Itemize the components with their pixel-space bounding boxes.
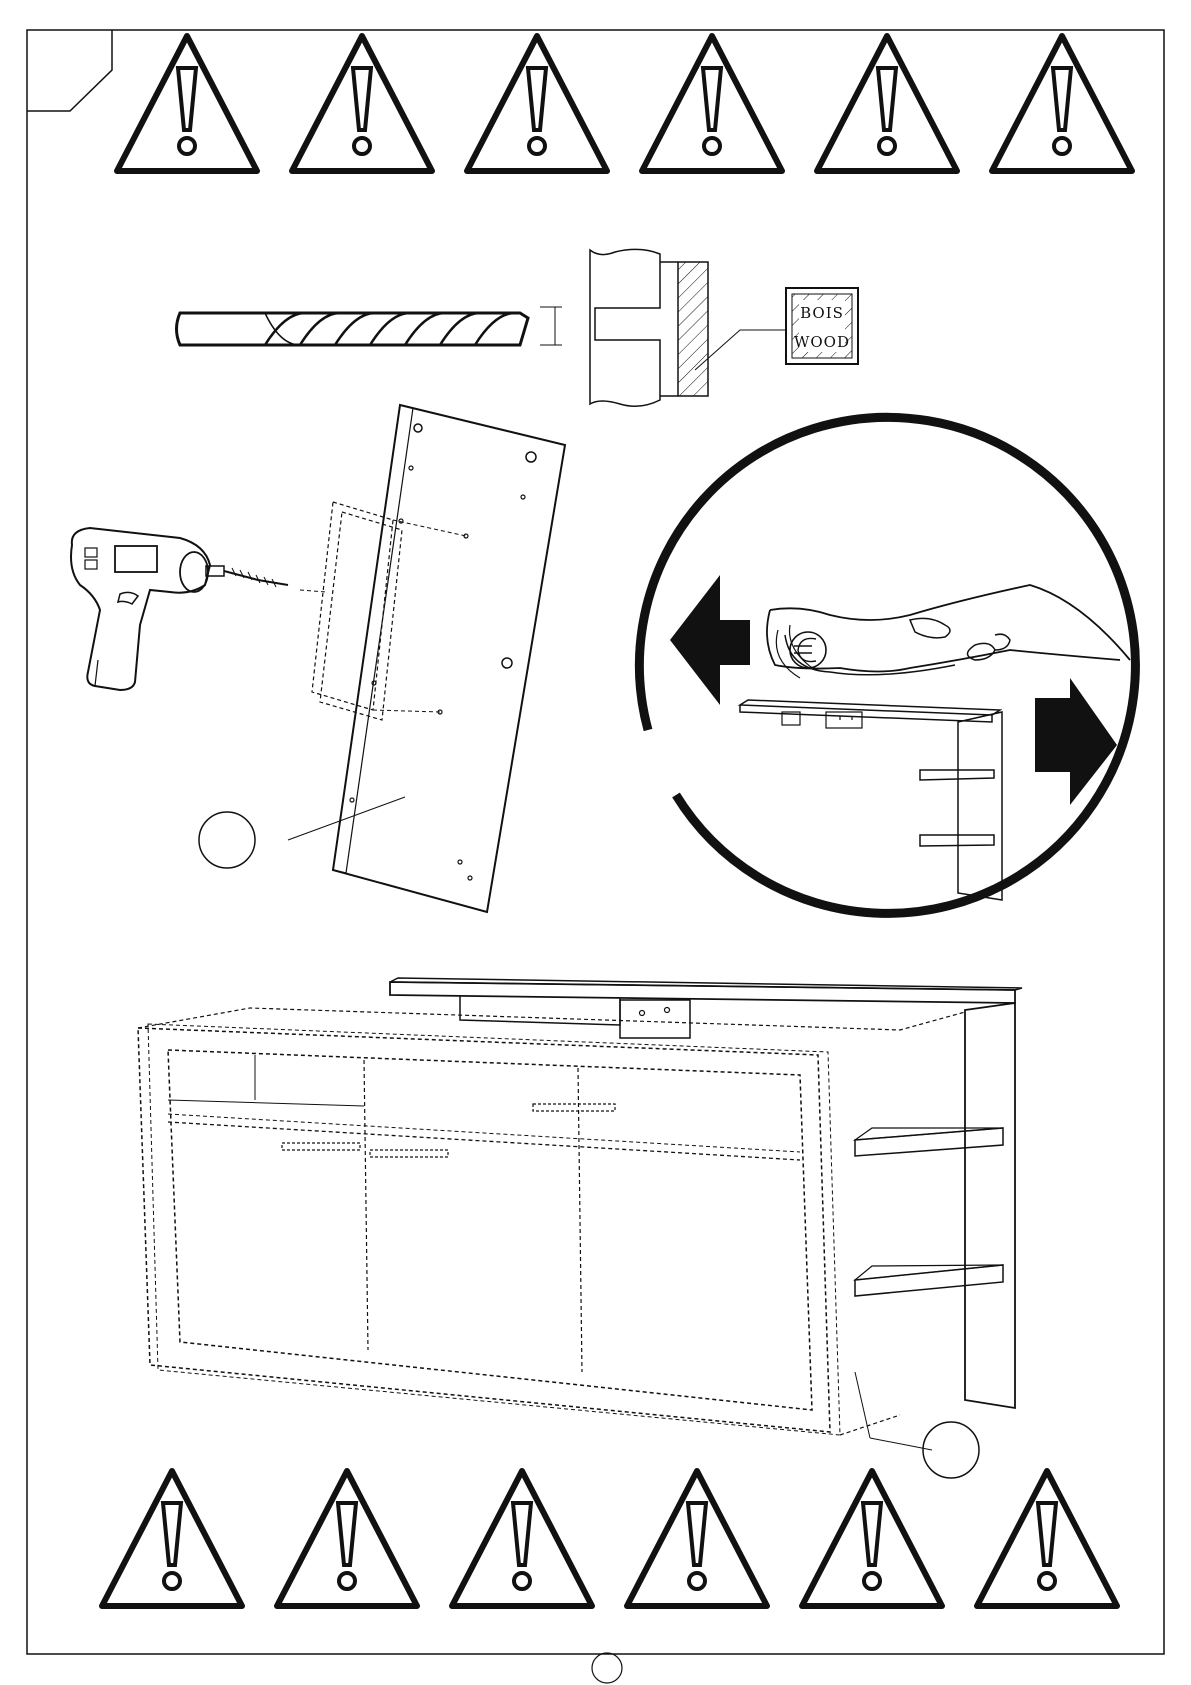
cost-saving-tip xyxy=(639,417,1135,913)
warning-triangle-icon xyxy=(992,36,1132,171)
warning-triangle-icon xyxy=(292,36,432,171)
warning-triangle-icon xyxy=(467,36,607,171)
money-hand-icon xyxy=(767,585,1130,678)
warning-triangle-icon xyxy=(977,1471,1117,1606)
cordless-drill-icon xyxy=(71,528,288,690)
badge-text-wood: WOOD xyxy=(794,333,850,351)
badge-text-bois: BOIS xyxy=(800,304,844,322)
warning-triangle-icon xyxy=(802,1471,942,1606)
page-number-circle xyxy=(592,1653,622,1683)
warning-triangle-icon xyxy=(102,1471,242,1606)
warning-triangle-icon xyxy=(642,36,782,171)
drill-bit-icon xyxy=(177,307,563,345)
arrow-left-icon xyxy=(670,575,750,705)
side-panel-drawing xyxy=(288,405,565,912)
warning-triangle-icon xyxy=(627,1471,767,1606)
warning-triangle-icon xyxy=(117,36,257,171)
warning-triangle-icon xyxy=(817,36,957,171)
corner-tab xyxy=(27,30,112,111)
warning-triangle-icon xyxy=(452,1471,592,1606)
sideboard-assembled-view xyxy=(138,978,1022,1450)
bottom-warning-row xyxy=(102,1471,1117,1606)
wood-material-badge: BOIS WOOD xyxy=(786,288,858,364)
part-callout-circle xyxy=(199,812,255,868)
top-warning-row xyxy=(117,36,1132,171)
warning-triangle-icon xyxy=(277,1471,417,1606)
small-shelf-unit-drawing xyxy=(740,700,1002,900)
drilled-section-detail xyxy=(590,249,786,406)
